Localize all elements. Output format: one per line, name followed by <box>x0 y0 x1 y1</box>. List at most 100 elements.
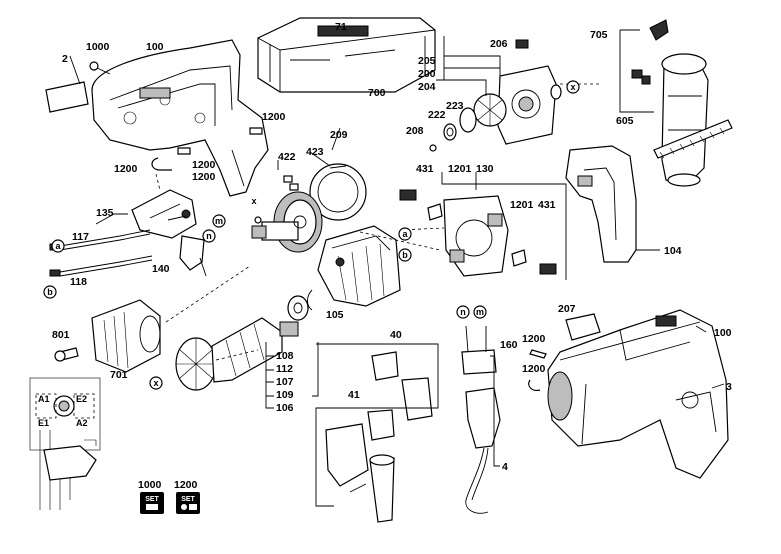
part-208: 208 <box>406 125 424 137</box>
part-1201-b: 1201 <box>510 199 534 211</box>
part-135: 135 <box>96 207 114 219</box>
part-1200-f: 1200 <box>522 363 546 375</box>
part-1000-set: 1000 <box>138 479 162 491</box>
screw-1000 <box>89 61 111 75</box>
wiring-schematic <box>29 377 101 510</box>
spindle-gear-assembly <box>251 191 323 253</box>
label-plate <box>45 81 89 113</box>
part-1200-a: 1200 <box>262 111 286 123</box>
carry-case <box>257 17 436 93</box>
part-41: 41 <box>348 389 360 401</box>
part-130: 130 <box>476 163 494 175</box>
set-badge-text-2: SET <box>181 496 195 503</box>
bearing-223 <box>459 107 477 133</box>
set-badge-1000: SET <box>140 492 164 514</box>
part-1200-c: 1200 <box>114 163 138 175</box>
washer-222 <box>443 123 457 141</box>
part-705: 705 <box>590 29 608 41</box>
part-3: 3 <box>726 381 732 393</box>
housing-pins <box>151 127 263 171</box>
part-431-a: 431 <box>416 163 434 175</box>
callout-a-2: a <box>55 241 61 251</box>
part-422: 422 <box>278 151 296 163</box>
bearing-plate-200 <box>497 65 557 145</box>
power-cord-4 <box>465 387 501 514</box>
part-209: 209 <box>330 129 348 141</box>
set-badge-1200: SET <box>176 492 200 514</box>
leader-lines <box>69 29 725 507</box>
assembled-drill <box>547 309 729 479</box>
part-700: 700 <box>368 87 386 99</box>
part-100-right: 100 <box>714 327 732 339</box>
part-100-top: 100 <box>146 41 164 53</box>
part-1200-d: 1200 <box>192 171 216 183</box>
callout-b-2: b <box>47 287 53 297</box>
part-2: 2 <box>62 53 68 65</box>
callout-n-2: n <box>460 307 466 317</box>
callout-n-1: n <box>206 231 212 241</box>
part-207: 207 <box>558 303 576 315</box>
cord-clamp-160 <box>461 325 497 375</box>
callout-b-1: b <box>402 250 408 260</box>
part-107: 107 <box>276 376 294 388</box>
brush-holder-130 <box>443 195 509 277</box>
set-badge-text-1: SET <box>145 496 159 503</box>
part-801: 801 <box>52 329 70 341</box>
lead-wires <box>49 229 153 277</box>
spring-208 <box>429 144 437 152</box>
side-handle <box>631 19 709 187</box>
part-206: 206 <box>490 38 508 50</box>
callout-x-2: x <box>153 378 158 388</box>
circlip <box>307 289 313 311</box>
part-200: 200 <box>418 68 436 80</box>
part-112: 112 <box>276 363 293 375</box>
pins-1200-right <box>528 349 547 391</box>
carbon-brushes-431 <box>399 189 557 275</box>
cord-guard-40 <box>325 351 433 523</box>
part-4: 4 <box>502 461 508 473</box>
fan-204 <box>473 93 507 127</box>
wiring-label-a2: A2 <box>76 418 88 428</box>
brush-cap-206 <box>515 39 529 49</box>
wiring-label-a1: A1 <box>38 394 50 404</box>
part-40: 40 <box>390 329 402 341</box>
wiring-label-e1: E1 <box>38 418 49 428</box>
part-117: 117 <box>72 231 89 243</box>
callout-a-1: a <box>402 229 408 239</box>
small-spring-parts <box>254 175 299 224</box>
part-605: 605 <box>616 115 634 127</box>
callout-m-2: m <box>476 307 484 317</box>
part-431-b: 431 <box>538 199 556 211</box>
part-204: 204 <box>418 81 436 93</box>
part-701: 701 <box>110 369 128 381</box>
bearing-108 <box>287 295 309 321</box>
chuck-screw-801 <box>54 347 79 362</box>
chuck-701 <box>91 299 161 373</box>
part-423: 423 <box>306 146 324 158</box>
depth-rod-605 <box>653 119 733 159</box>
part-105: 105 <box>326 309 344 321</box>
part-108: 108 <box>276 350 294 362</box>
part-205: 205 <box>418 55 436 67</box>
part-1200-set: 1200 <box>174 479 198 491</box>
callout-x-3: x <box>251 196 256 206</box>
armature-107 <box>175 317 299 391</box>
part-118: 118 <box>70 276 87 288</box>
wiring-label-e2: E2 <box>76 394 87 404</box>
part-1200-b: 1200 <box>192 159 216 171</box>
washer-205 <box>550 84 562 100</box>
part-222: 222 <box>428 109 446 121</box>
switch-module <box>131 189 205 271</box>
part-109: 109 <box>276 389 294 401</box>
part-71: 71 <box>335 21 347 33</box>
housing-left-half <box>91 39 269 197</box>
callout-x-1: x <box>570 82 575 92</box>
gear-ring-209 <box>309 163 367 221</box>
part-140: 140 <box>152 263 170 275</box>
stator-105 <box>317 225 401 307</box>
part-160: 160 <box>500 339 518 351</box>
part-106: 106 <box>276 402 294 414</box>
part-104: 104 <box>664 245 682 257</box>
part-number-labels: 71 100 1000 2 700 206 705 205 200 204 22… <box>52 21 732 491</box>
